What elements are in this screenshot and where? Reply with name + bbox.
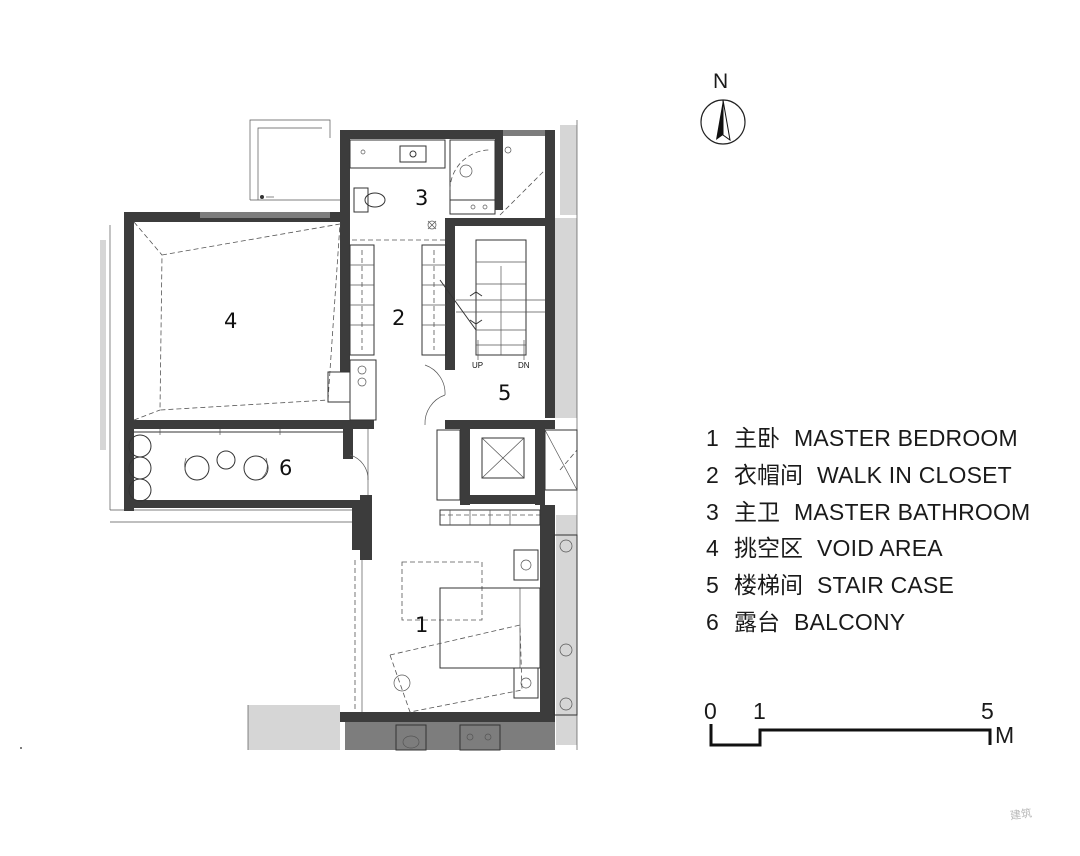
void-area-outline: [133, 221, 377, 421]
closet-wardrobes: [349, 244, 447, 495]
room-label-2: 2: [392, 306, 405, 330]
legend-cn: 主卧: [734, 426, 780, 452]
legend-num: 6: [706, 608, 719, 635]
stair-down-label: DN: [518, 361, 530, 370]
walls: [124, 130, 555, 750]
room-legend: 1 主卧 MASTER BEDROOM 2 衣帽间 WALK IN CLOSET 3 主卫…: [706, 420, 1066, 641]
room-label-5: 5: [498, 381, 511, 405]
scale-label-0: 0: [704, 698, 717, 724]
room-number-labels: 1 2 3 4 5 6: [224, 186, 511, 637]
legend-row-6: 6 露台 BALCONY: [706, 604, 1066, 641]
watermark-logo: 建筑: [1009, 806, 1033, 823]
legend-en: MASTER BATHROOM: [794, 498, 1031, 525]
legend-en: VOID AREA: [817, 535, 943, 562]
scale-unit: M: [995, 722, 1015, 748]
legend-en: WALK IN CLOSET: [817, 461, 1012, 488]
staircase: UP DN: [439, 239, 545, 370]
legend-num: 3: [706, 498, 719, 525]
scale-label-1: 1: [753, 698, 766, 724]
north-arrow-icon: [700, 99, 746, 145]
room-label-3: 3: [415, 186, 428, 210]
legend-row-1: 1 主卧 MASTER BEDROOM: [706, 420, 1066, 457]
legend-num: 2: [706, 461, 719, 488]
balcony-furniture: [128, 429, 343, 502]
legend-row-5: 5 楼梯间 STAIR CASE: [706, 567, 1066, 604]
room-label-6: 6: [279, 456, 292, 480]
legend-cn: 主卫: [734, 499, 780, 526]
legend-en: MASTER BEDROOM: [794, 425, 1018, 451]
legend-cn: 楼梯间: [734, 573, 803, 600]
legend-num: 4: [706, 535, 719, 562]
scale-label-5: 5: [981, 698, 994, 724]
legend-row-3: 3 主卫 MASTER BATHROOM: [706, 494, 1066, 531]
site-context: [100, 119, 578, 750]
legend-num: 5: [706, 572, 719, 599]
room-label-4: 4: [224, 309, 237, 333]
scale-bar: [709, 724, 992, 747]
legend-row-4: 4 挑空区 VOID AREA: [706, 530, 1066, 567]
legend-num: 1: [706, 425, 719, 451]
elevator: [436, 429, 578, 501]
legend-cn: 衣帽间: [734, 462, 803, 489]
legend-en: STAIR CASE: [817, 572, 955, 599]
legend-en: BALCONY: [794, 608, 906, 635]
legend-row-2: 2 衣帽间 WALK IN CLOSET: [706, 457, 1066, 494]
north-label: N: [713, 70, 729, 93]
room-label-1: 1: [415, 613, 428, 637]
legend-cn: 挑空区: [734, 536, 803, 563]
bathroom-fixtures: [260, 139, 512, 241]
stair-up-label: UP: [472, 361, 483, 370]
bedroom-furniture: [354, 509, 578, 751]
legend-cn: 露台: [734, 609, 780, 636]
